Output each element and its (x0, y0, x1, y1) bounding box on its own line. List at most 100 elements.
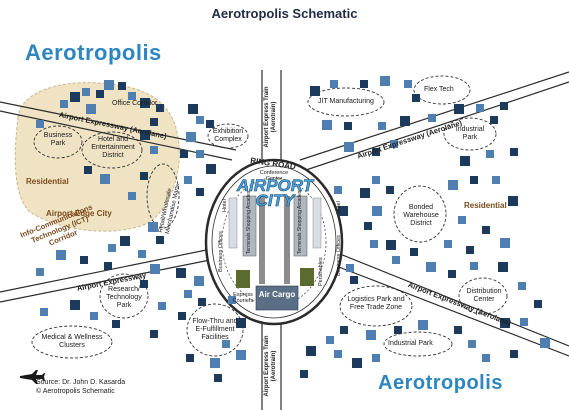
building-block (476, 104, 484, 112)
building-block (458, 216, 466, 224)
building-block (366, 330, 376, 340)
building-block (140, 172, 148, 180)
building-block (540, 338, 550, 348)
building-block (84, 166, 92, 174)
building-block (340, 326, 348, 334)
building-block (380, 76, 390, 86)
building-block (394, 326, 402, 334)
label-train-bottom: Airport Express Train (Aerotrain) (264, 335, 277, 397)
building-block (390, 140, 398, 148)
building-block (158, 302, 166, 310)
building-block (500, 318, 510, 328)
label-residential-right: Residential (464, 201, 507, 210)
runways (259, 196, 290, 284)
building-block (426, 262, 436, 272)
label-air-cargo: Air Cargo (258, 290, 296, 299)
label-business-offices-right: Business Offices (336, 235, 342, 276)
building-block (236, 350, 246, 360)
building-block (470, 262, 478, 270)
building-block (470, 176, 478, 184)
building-block (330, 80, 338, 88)
building-block (90, 312, 98, 320)
building-block (108, 244, 116, 252)
building-block (210, 358, 220, 368)
label-residential-left: Residential (26, 177, 69, 186)
label-flow-thru: Flow-Thru and E-Fulfillment Facilities (192, 318, 238, 341)
building-block (492, 176, 500, 184)
building-block (138, 250, 146, 258)
building-block (508, 196, 518, 206)
building-block (222, 340, 230, 348)
building-block (104, 262, 112, 270)
building-block (228, 296, 236, 304)
building-block (498, 262, 508, 272)
label-distribution: Distribution Center (466, 288, 502, 303)
building-block (490, 116, 498, 124)
building-block (140, 280, 148, 288)
building-block (214, 374, 222, 382)
building-block (156, 104, 164, 112)
label-exhibition: Exhibition Complex (212, 128, 244, 143)
building-block (404, 80, 412, 88)
label-business-park: Business Park (43, 132, 73, 147)
building-block (184, 176, 192, 184)
building-block (128, 92, 136, 100)
building-block (448, 270, 456, 278)
building-block (334, 350, 342, 358)
building-block (386, 240, 396, 250)
label-perishables: Perishables (318, 257, 324, 286)
building-block (118, 82, 126, 90)
building-block (372, 206, 382, 216)
building-block (306, 346, 316, 356)
brand-logo-top: Aerotropolis (25, 40, 162, 65)
airport-city-outline (221, 177, 327, 307)
building-block (196, 116, 204, 124)
building-block (392, 256, 400, 264)
building-block (372, 176, 380, 184)
label-logistics: Logistics Park and Free Trade Zone (347, 296, 405, 311)
building-block (150, 146, 158, 154)
building-block (444, 240, 452, 248)
building-block (338, 206, 348, 216)
building-block (310, 86, 320, 96)
building-block (360, 188, 370, 198)
label-flex-tech: Flex Tech (424, 86, 454, 93)
building-block (364, 222, 372, 230)
city-buildings (228, 197, 322, 249)
label-industrial-park-bottom: Industrial Park (388, 340, 433, 347)
brand-logo-bottom: Aerotropolis (378, 372, 503, 394)
building-block (128, 192, 136, 200)
building-blocks (36, 76, 550, 382)
source-line-2: © Aerotropolis Schematic (36, 388, 115, 395)
label-terminal-right: Terminals Shopping Arcades (297, 190, 303, 254)
building-block (186, 354, 194, 362)
label-hotel-left: Hotel (222, 199, 228, 212)
building-block (460, 156, 470, 166)
air-cargo-block (255, 285, 299, 311)
building-block (322, 120, 332, 130)
building-block (100, 174, 110, 184)
label-terminal-left: Terminals Shopping Arcades (246, 190, 252, 254)
building-block (500, 238, 510, 248)
building-block (186, 132, 196, 142)
building-block (188, 104, 198, 114)
building-block (178, 312, 186, 320)
label-express-couriers: Express Couriers (232, 292, 254, 304)
building-block (150, 330, 158, 338)
label-hotel-right: Hotel (336, 201, 342, 214)
building-block (360, 80, 368, 88)
building-block (482, 354, 490, 362)
building-block (334, 186, 342, 194)
building-block (176, 268, 186, 278)
label-hotel-entertainment: Hotel and Entertainment District (91, 136, 135, 159)
building-block (468, 340, 476, 348)
label-business-offices-left: Business Offices (218, 231, 224, 272)
source-credit: Source: Dr. John D. Kasarda © Aerotropol… (36, 378, 125, 396)
building-block (372, 148, 380, 156)
label-industrial-park-top: Industrial Park (455, 126, 485, 141)
label-bonded: Bonded Warehouse District (403, 204, 439, 227)
building-block (70, 300, 80, 310)
building-block (326, 336, 334, 344)
